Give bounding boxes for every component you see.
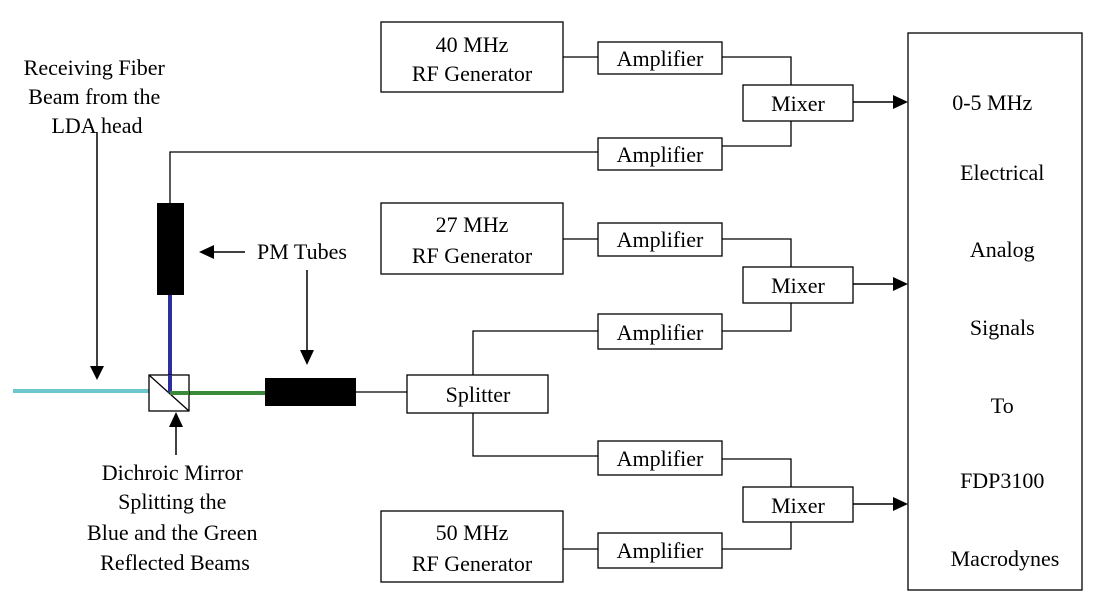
svg-text:Amplifier: Amplifier <box>617 446 704 471</box>
wire-pmtube-blue-to-amp2 <box>169 151 598 203</box>
dichroic-mirror-arrow <box>169 412 183 455</box>
svg-text:Mixer: Mixer <box>771 273 825 298</box>
amplifier-1: Amplifier <box>597 41 723 75</box>
svg-text:Mixer: Mixer <box>771 493 825 518</box>
amplifier-6: Amplifier <box>597 532 723 569</box>
mixer3-output-arrow <box>853 497 908 511</box>
svg-text:Splitter: Splitter <box>446 382 511 407</box>
pm-tubes-label: PM Tubes <box>257 239 347 264</box>
amplifier-4: Amplifier <box>597 313 723 350</box>
splitter: Splitter <box>406 374 549 414</box>
dichroic-mirror-label: Dichroic Mirror Splitting the Blue and t… <box>87 460 263 575</box>
wire-splitter-amp4 <box>472 330 598 375</box>
wire-amp4-mixer2 <box>722 303 792 332</box>
svg-text:Amplifier: Amplifier <box>617 538 704 563</box>
svg-text:Amplifier: Amplifier <box>617 142 704 167</box>
wire-splitter-amp5 <box>472 413 598 457</box>
mixer1-output-arrow <box>853 95 908 109</box>
pm-tubes-arrow-left <box>199 245 245 259</box>
mixer2-output-arrow <box>853 277 908 291</box>
amplifier-5: Amplifier <box>597 440 723 476</box>
wire-amp2-mixer1 <box>722 121 792 147</box>
dichroic-mirror-icon <box>148 374 190 412</box>
wire-amp1-mixer1 <box>722 56 792 85</box>
pm-tubes-arrow-down <box>300 270 314 365</box>
output-box-text: 0-5 MHz Electrical Analog Signals To FDP… <box>951 90 1060 571</box>
mixer-2: Mixer <box>742 266 854 304</box>
svg-text:Mixer: Mixer <box>771 91 825 116</box>
amplifier-3: Amplifier <box>597 222 723 257</box>
wire-amp5-mixer3 <box>722 458 792 487</box>
receiving-fiber-arrow <box>90 132 104 380</box>
mixer-3: Mixer <box>742 486 854 523</box>
pm-tube-blue <box>157 203 184 295</box>
amplifier-2: Amplifier <box>597 137 723 171</box>
pm-tube-green <box>265 378 356 406</box>
mixer-1: Mixer <box>742 84 854 122</box>
wire-amp6-mixer3 <box>722 522 792 550</box>
svg-text:Amplifier: Amplifier <box>617 227 704 252</box>
receiving-fiber-label: Receiving Fiber Beam from the LDA head <box>24 55 171 138</box>
output-box <box>907 32 1083 591</box>
svg-text:Amplifier: Amplifier <box>617 320 704 345</box>
wire-amp3-mixer2 <box>722 238 792 267</box>
svg-text:Amplifier: Amplifier <box>617 46 704 71</box>
